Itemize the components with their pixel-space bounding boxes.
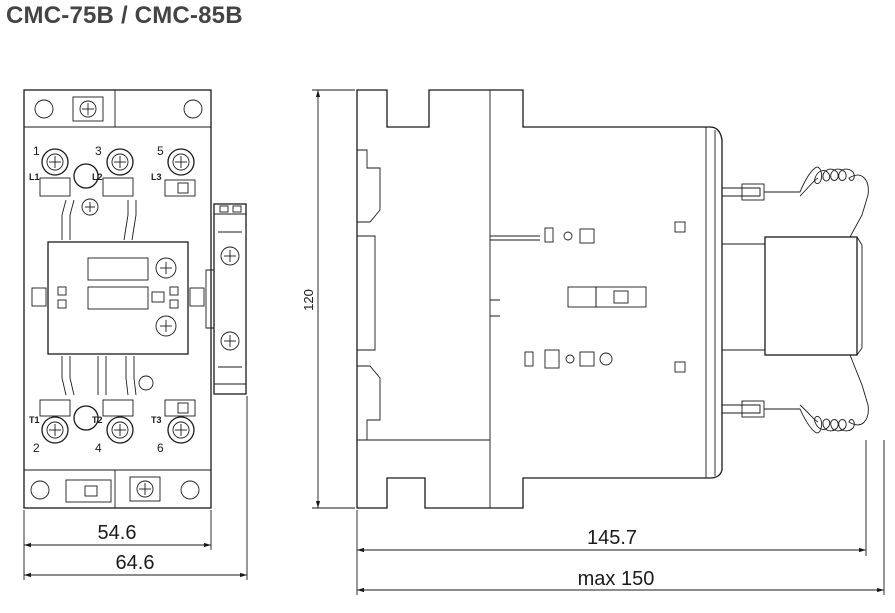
screw-icon <box>136 480 154 498</box>
mounting-hole-icon <box>180 480 200 500</box>
dimension-height: 120 <box>301 289 316 311</box>
side-view <box>356 89 869 509</box>
dimension-max-depth: max 150 <box>578 568 655 590</box>
front-dimensions: 54.6 64.6 <box>23 396 248 580</box>
terminal-number: 5 <box>157 144 164 158</box>
coiled-lead-bottom <box>764 354 869 434</box>
dimension-depth: 145.7 <box>587 527 637 549</box>
terminal-label: L2 <box>92 172 103 182</box>
coiled-lead-top <box>764 166 869 238</box>
mounting-hole-icon <box>30 480 50 500</box>
mounting-hole-icon <box>34 99 54 119</box>
terminal-number: 2 <box>33 441 40 455</box>
terminal-number: 4 <box>95 441 102 455</box>
terminal-label: T3 <box>151 415 162 425</box>
side-auxiliary-block <box>205 203 247 395</box>
terminal-label: L1 <box>29 172 40 182</box>
bottom-terminals <box>39 399 196 444</box>
top-conductors <box>61 198 137 241</box>
front-view: 1 3 5 L1 L2 L3 <box>23 89 247 509</box>
dimension-outer-width: 64.6 <box>116 552 155 574</box>
terminal-label: T2 <box>92 415 103 425</box>
page-title: CMC-75B / CMC-85B <box>6 2 243 29</box>
bottom-conductors <box>61 356 154 396</box>
screw-icon <box>79 100 97 118</box>
top-terminals <box>39 148 196 197</box>
mounting-hole-icon <box>183 99 203 119</box>
terminal-number: 6 <box>157 441 164 455</box>
din-clip <box>357 149 381 440</box>
side-body-outline <box>356 89 723 509</box>
terminal-number: 1 <box>33 144 40 158</box>
surge-suppressor <box>722 183 863 418</box>
terminal-number: 3 <box>95 144 102 158</box>
dimension-inner-width: 54.6 <box>98 522 137 544</box>
side-indicator <box>567 286 597 308</box>
terminal-label: L3 <box>151 172 162 182</box>
side-dimensions: 120 145.7 max 150 <box>301 89 885 595</box>
terminal-label: T1 <box>29 415 40 425</box>
front-body-outline <box>23 89 212 509</box>
control-module <box>31 241 205 355</box>
